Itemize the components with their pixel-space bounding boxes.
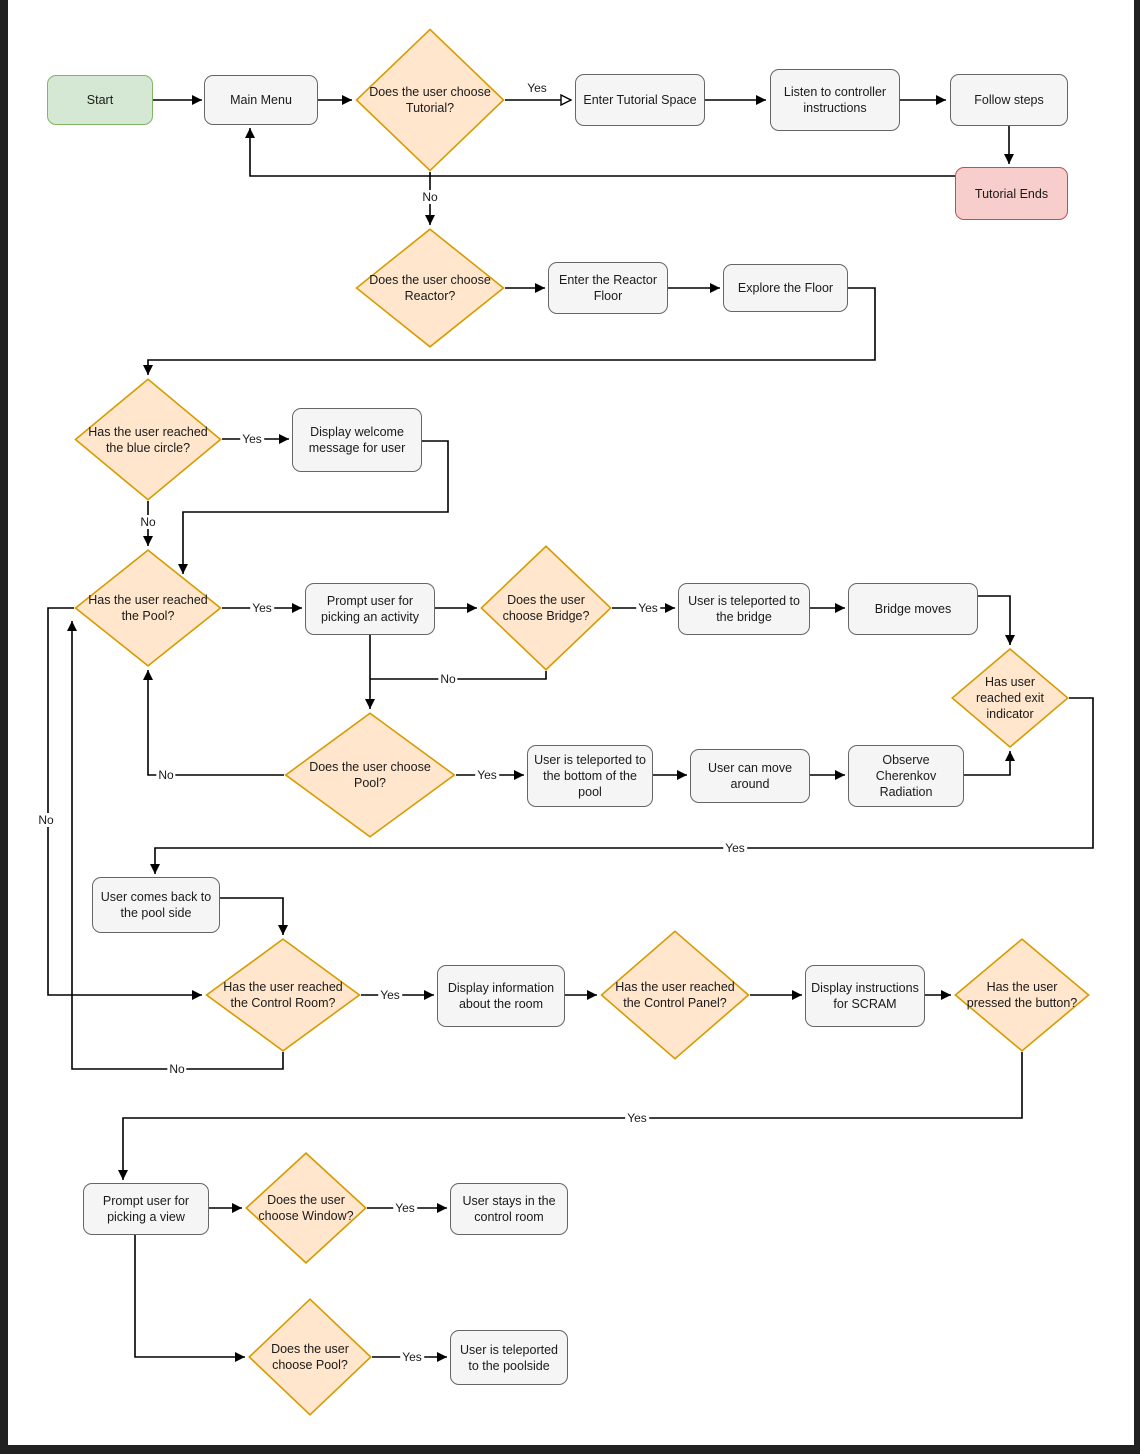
edge-label-no: No: [438, 672, 458, 686]
node-comes-back-pool-side: User comes back to the pool side: [92, 877, 220, 933]
decision-choose-pool-view: Does the user choose Pool?: [248, 1298, 372, 1416]
node-enter-tutorial-space: Enter Tutorial Space: [575, 74, 705, 126]
node-tutorial-ends: Tutorial Ends: [955, 167, 1068, 220]
edge-label-yes: Yes: [723, 841, 747, 855]
node-label: Tutorial Ends: [974, 186, 1049, 201]
decision-choose-reactor: Does the user choose Reactor?: [355, 228, 505, 348]
edge-label-no: No: [156, 768, 176, 782]
node-observe-cherenkov-radiation: Observe Cherenkov Radiation: [848, 745, 964, 807]
edge-label-yes: Yes: [393, 1201, 417, 1215]
node-label: Does the user choose Pool?: [309, 760, 431, 790]
decision-reached-control-room: Has the user reached the Control Room?: [205, 938, 361, 1052]
edge-label-yes: Yes: [240, 432, 264, 446]
decision-choose-tutorial: Does the user choose Tutorial?: [355, 28, 505, 172]
decision-pressed-button: Has the user pressed the button?: [954, 938, 1090, 1052]
node-label: Follow steps: [974, 93, 1044, 107]
edge-label-no: No: [36, 813, 56, 827]
node-enter-reactor-floor: Enter the Reactor Floor: [548, 262, 668, 314]
node-label: Does the user choose Tutorial?: [369, 85, 491, 115]
node-main-menu: Main Menu: [204, 75, 318, 125]
node-follow-steps: Follow steps: [950, 74, 1068, 126]
node-label: Has the user reached the Pool?: [88, 593, 208, 623]
node-label: Prompt user for picking a view: [102, 1194, 190, 1224]
node-label: User can move around: [707, 761, 793, 791]
edge-label-yes: Yes: [378, 988, 402, 1002]
decision-reached-exit-indicator: Has user reached exit indicator: [951, 648, 1069, 748]
edge-label-no: No: [167, 1062, 187, 1076]
node-label: Enter Tutorial Space: [583, 93, 697, 107]
node-label: Has the user pressed the button?: [966, 980, 1078, 1010]
decision-choose-window: Does the user choose Window?: [245, 1152, 367, 1264]
node-label: Start: [86, 93, 114, 107]
node-label: User stays in the control room: [462, 1194, 556, 1224]
node-listen-controller-instructions: Listen to controller instructions: [770, 69, 900, 131]
node-label: Main Menu: [230, 93, 292, 107]
node-label: Does the user choose Bridge?: [502, 593, 590, 623]
decision-reached-pool: Has the user reached the Pool?: [74, 549, 222, 667]
node-prompt-activity: Prompt user for picking an activity: [305, 583, 435, 635]
node-label: Bridge moves: [874, 602, 952, 616]
node-label: Explore the Floor: [737, 281, 834, 295]
node-prompt-view: Prompt user for picking a view: [83, 1183, 209, 1235]
edge-label-no: No: [420, 190, 440, 204]
edge-label-no: No: [138, 515, 158, 529]
edge-label-yes: Yes: [250, 601, 274, 615]
node-label: Display welcome message for user: [308, 425, 406, 455]
node-label: Prompt user for picking an activity: [321, 594, 419, 624]
node-label: User comes back to the pool side: [100, 890, 212, 920]
node-label: Has the user reached the Control Panel?: [615, 980, 735, 1010]
node-label: Display information about the room: [447, 981, 555, 1011]
node-bridge-moves: Bridge moves: [848, 583, 978, 635]
node-start: Start: [47, 75, 153, 125]
node-explore-floor: Explore the Floor: [723, 264, 848, 312]
node-label: Has the user reached the blue circle?: [88, 424, 208, 455]
node-teleport-pool-bottom: User is teleported to the bottom of the …: [527, 745, 653, 807]
node-label: Observe Cherenkov Radiation: [875, 753, 937, 799]
node-label: Does the user choose Reactor?: [369, 273, 491, 303]
node-label: Does the user choose Window?: [258, 1193, 354, 1223]
decision-choose-bridge: Does the user choose Bridge?: [480, 545, 612, 671]
node-label: Has user reached exit indicator: [975, 675, 1045, 721]
node-label: User is teleported to the bridge: [688, 594, 800, 624]
node-teleport-to-poolside: User is teleported to the poolside: [450, 1330, 568, 1385]
node-label: Display instructions for SCRAM: [811, 981, 919, 1011]
node-label: Has the user reached the Control Room?: [223, 980, 343, 1010]
decision-choose-pool: Does the user choose Pool?: [284, 712, 456, 838]
decision-reached-blue-circle: Has the user reached the blue circle?: [74, 378, 222, 501]
node-display-room-information: Display information about the room: [437, 965, 565, 1027]
edge-label-yes: Yes: [475, 768, 499, 782]
node-label: User is teleported to the poolside: [460, 1342, 558, 1373]
edge-label-yes: Yes: [400, 1350, 424, 1364]
edge-label-yes: Yes: [525, 81, 549, 95]
node-label: Enter the Reactor Floor: [559, 273, 657, 303]
edge-label-yes: Yes: [625, 1111, 649, 1125]
node-label: User is teleported to the bottom of the …: [534, 753, 646, 799]
edge-label-yes: Yes: [636, 601, 660, 615]
node-stays-in-control-room: User stays in the control room: [450, 1183, 568, 1235]
decision-reached-control-panel: Has the user reached the Control Panel?: [600, 930, 750, 1060]
node-display-scram-instructions: Display instructions for SCRAM: [805, 965, 925, 1027]
node-label: Listen to controller instructions: [783, 85, 887, 115]
node-teleport-to-bridge: User is teleported to the bridge: [678, 583, 810, 635]
node-label: Does the user choose Pool?: [271, 1342, 349, 1372]
node-display-welcome-message: Display welcome message for user: [292, 408, 422, 472]
node-user-can-move-around: User can move around: [690, 749, 810, 803]
